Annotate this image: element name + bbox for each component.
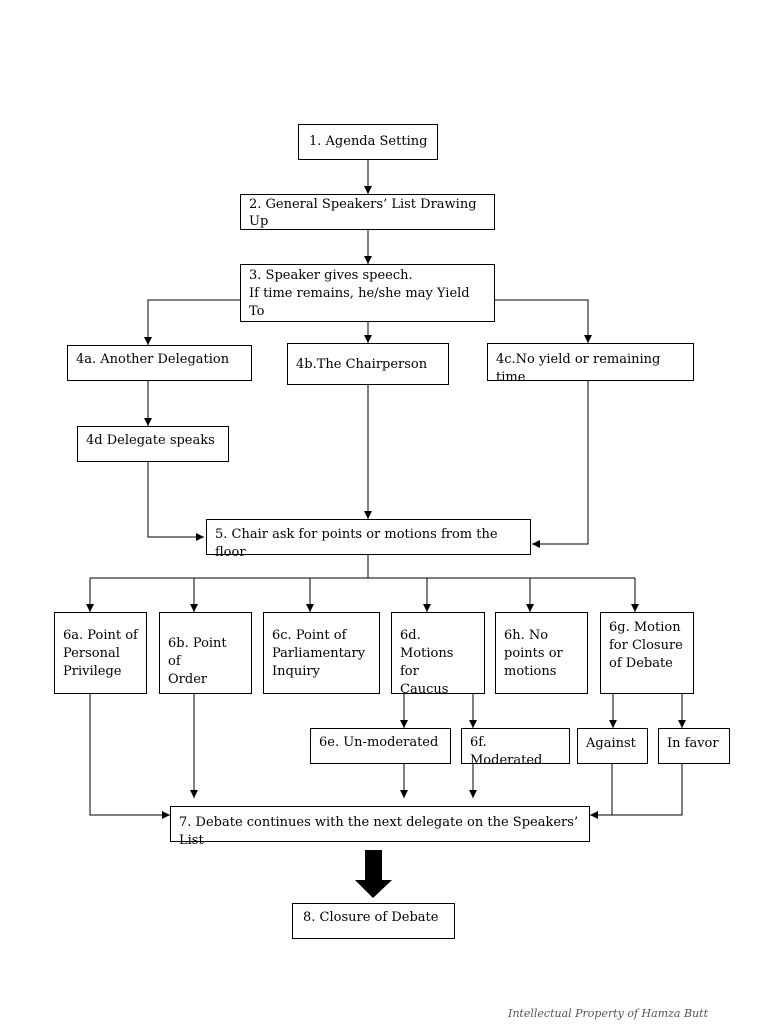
node-7-debate-continues: 7. Debate continues with the next delega…: [170, 806, 590, 848]
node-6f-moderated: 6f. Moderated: [461, 728, 570, 768]
node-in-favor: In favor: [658, 728, 730, 764]
arrow-3-to-4c: [495, 299, 592, 343]
arrow-7-to-8: [355, 850, 392, 898]
node-3-speaker-gives-speech: 3. Speaker gives speech. If time remains…: [240, 264, 495, 322]
arrow-6a-to-7: [89, 694, 170, 819]
node-4c-no-yield: 4c.No yield or remaining time: [487, 343, 694, 385]
node-2-speakers-list: 2. General Speakers’ List Drawing Up: [240, 194, 495, 230]
node-4a-another-delegation: 4a. Another Delegation: [67, 345, 252, 381]
arrow-3-to-4a: [144, 299, 240, 345]
node-4d-delegate-speaks: 4d Delegate speaks: [77, 426, 229, 462]
node-6b-point-of-order: 6b. Point of Order: [159, 612, 252, 694]
footer-credit: Intellectual Property of Hamza Butt: [508, 1007, 708, 1020]
node-6d-motions-for-caucus: 6d. Motions for Caucus: [391, 612, 485, 697]
node-6g-motion-for-closure: 6g. Motion for Closure of Debate: [600, 612, 694, 694]
node-6a-point-of-personal-privilege: 6a. Point of Personal Privilege: [54, 612, 147, 694]
node-6e-unmoderated: 6e. Un-moderated: [310, 728, 451, 764]
arrow-4c-to-5: [532, 381, 589, 548]
node-5-chair-asks-points-motions: 5. Chair ask for points or motions from …: [206, 519, 531, 560]
arrow-infavor-to-7: [590, 764, 683, 819]
node-8-closure-of-debate: 8. Closure of Debate: [292, 903, 455, 939]
node-against: Against: [577, 728, 648, 764]
arrow-4d-to-5: [147, 462, 204, 541]
node-6h-no-points-or-motions: 6h. No points or motions: [495, 612, 588, 694]
node-6c-point-of-parliamentary-inquiry: 6c. Point of Parliamentary Inquiry: [263, 612, 380, 694]
node-1-agenda-setting: 1. Agenda Setting: [298, 124, 438, 160]
node-4b-the-chairperson: 4b.The Chairperson: [287, 343, 449, 385]
